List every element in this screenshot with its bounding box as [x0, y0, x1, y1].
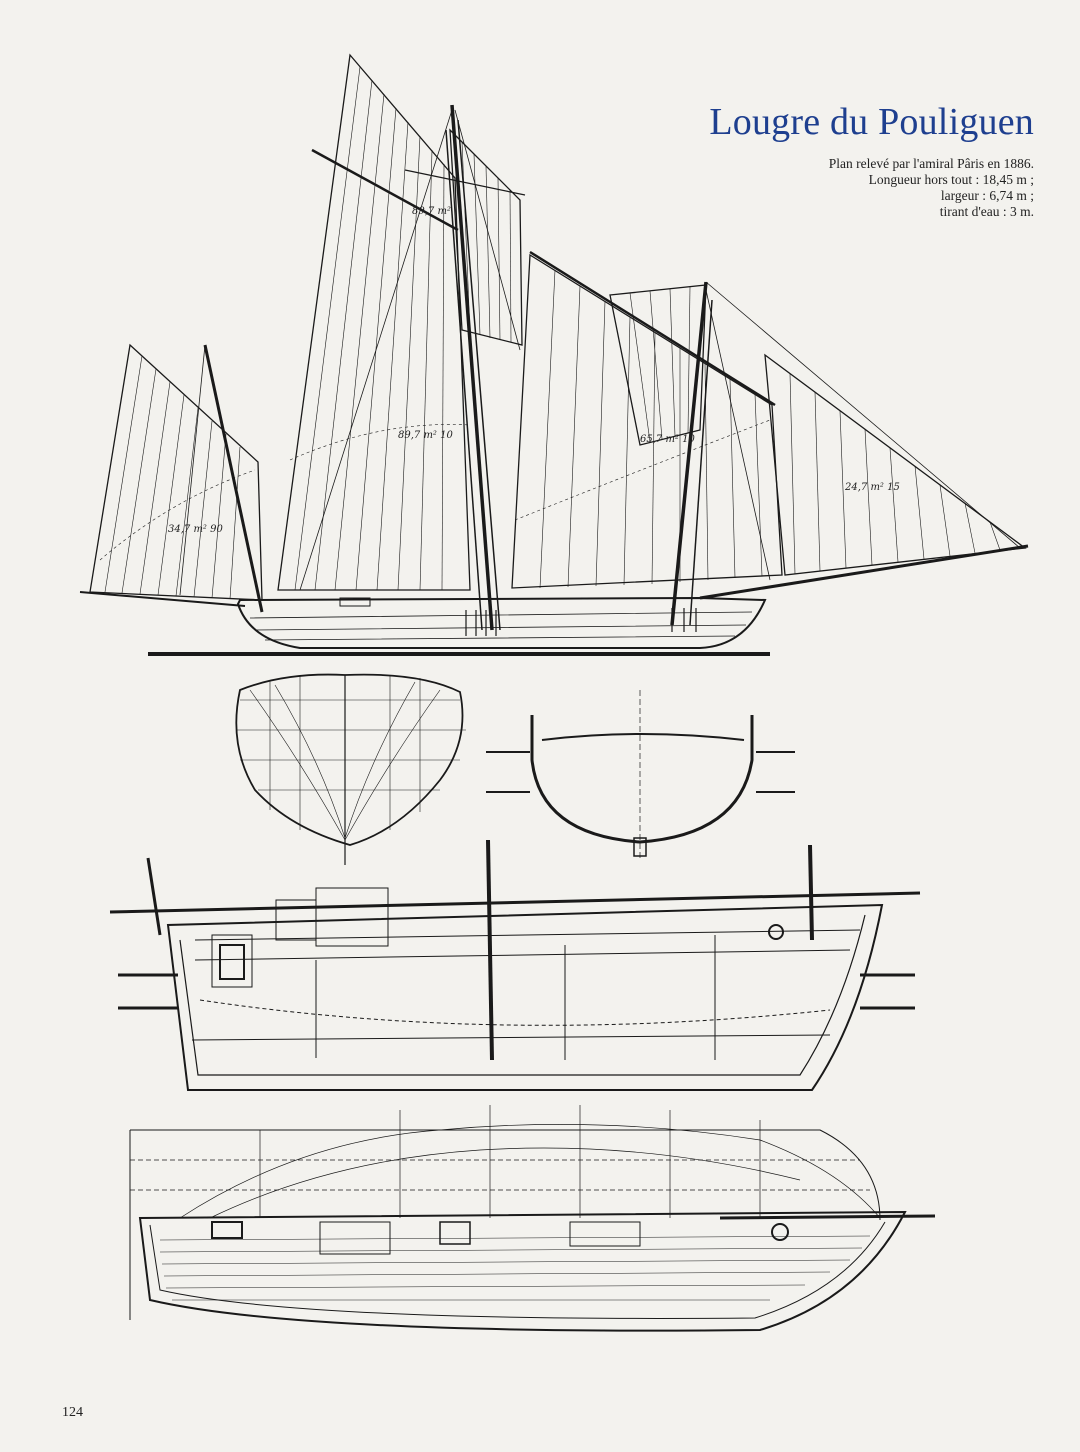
midship-section [486, 690, 795, 860]
sail-area-label: 34,7 m² 90 [168, 524, 223, 535]
sail-plan: 34,7 m² 90 89,7 m² 89,7 m² 10 65,7 m² 10… [79, 53, 1029, 656]
page-number: 124 [62, 1405, 83, 1420]
body-plan [235, 673, 466, 865]
plan-caption: Plan relevé par l'amiral Pâris en 1886. … [829, 156, 1034, 220]
fore-yard [529, 250, 776, 407]
deck-plan [129, 1105, 936, 1332]
sail-area-label: 89,7 m² [412, 206, 451, 217]
page-title: Lougre du Pouliguen [709, 101, 1034, 143]
caption-line: largeur : 6,74 m ; [940, 188, 1034, 203]
caption-line: tirant d'eau : 3 m. [939, 204, 1034, 219]
main-topsail [449, 128, 523, 346]
main-sail [277, 53, 471, 591]
mizzen-sail [89, 343, 263, 601]
hull-profile [236, 596, 767, 649]
mizzen-mast [203, 344, 264, 613]
sail-area-label: 89,7 m² 10 [398, 430, 453, 441]
caption-line: Plan relevé par l'amiral Pâris en 1886. [828, 156, 1034, 171]
inboard-profile [109, 839, 921, 1091]
fore-topsail [609, 284, 707, 446]
fore-sail [511, 253, 783, 589]
fore-mast [670, 281, 708, 626]
main-mast [450, 104, 494, 631]
sail-area-label: 65,7 m² 10 [640, 434, 695, 445]
jib-sail [764, 353, 1027, 576]
caption-line: Longueur hors tout : 18,45 m ; [868, 172, 1034, 187]
main-yard [311, 148, 459, 232]
sail-area-label: 24,7 m² 15 [844, 482, 900, 493]
bowsprit [699, 544, 1029, 600]
